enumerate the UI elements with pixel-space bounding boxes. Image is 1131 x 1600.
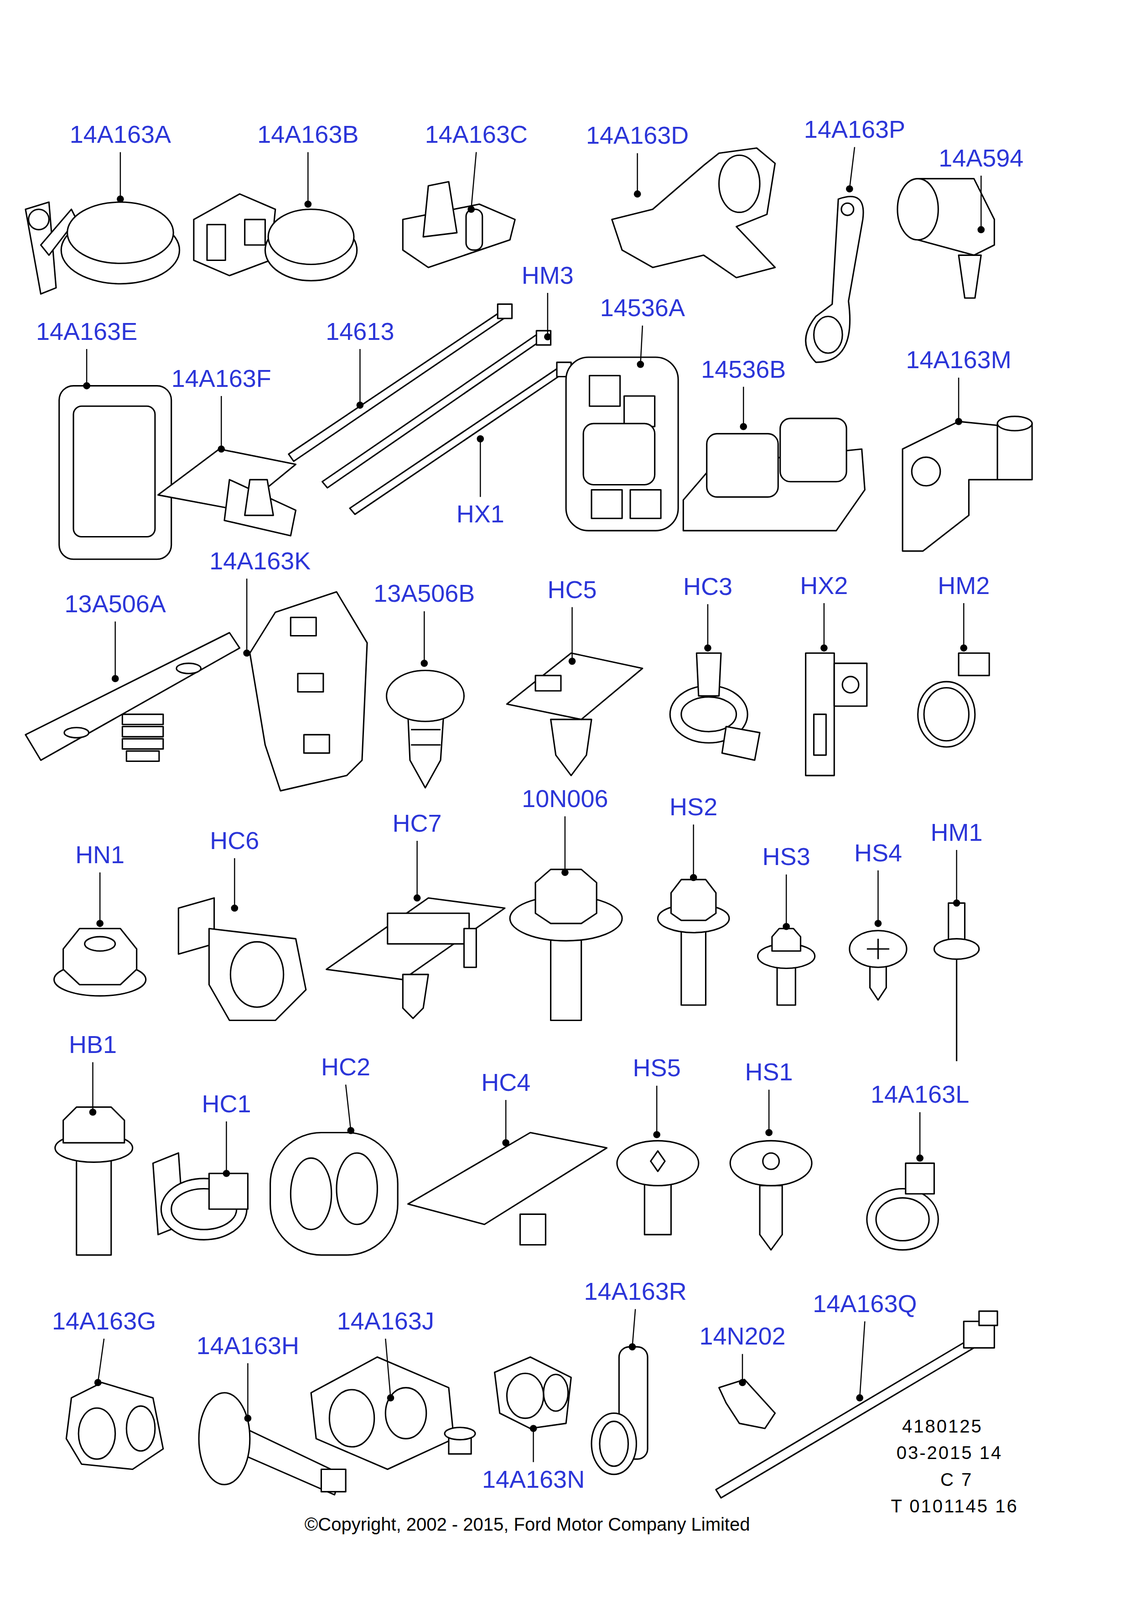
drawing-code: 03-2015 14 bbox=[894, 1442, 1005, 1463]
part-number: 14A163C bbox=[423, 120, 530, 148]
part-number: HM2 bbox=[935, 571, 992, 599]
part-number: 13A506B bbox=[371, 580, 477, 608]
part-number: 14N202 bbox=[697, 1322, 788, 1350]
part-number: 13A506A bbox=[62, 590, 168, 618]
part-number: 14A163R bbox=[582, 1277, 689, 1305]
part-number: 14A163P bbox=[802, 115, 908, 143]
part-number: 14A163G bbox=[50, 1307, 158, 1334]
drawing-code: C 7 bbox=[938, 1468, 975, 1489]
part-number: HB1 bbox=[67, 1030, 119, 1058]
part-number: 14A163J bbox=[335, 1307, 436, 1334]
part-number: 14A163N bbox=[480, 1465, 587, 1493]
part-number: 14A163K bbox=[207, 547, 313, 575]
part-number: HS3 bbox=[760, 843, 813, 871]
part-number: 14A594 bbox=[936, 144, 1026, 172]
part-number: 14536B bbox=[699, 355, 788, 383]
part-number: 14536A bbox=[598, 294, 687, 322]
part-number: 14A163B bbox=[255, 120, 361, 148]
part-number: HM3 bbox=[519, 261, 576, 289]
part-number: 14A163Q bbox=[810, 1289, 919, 1317]
part-number: 14613 bbox=[323, 317, 396, 345]
copyright-caption: ©Copyright, 2002 - 2015, Ford Motor Comp… bbox=[302, 1513, 753, 1534]
part-number: HN1 bbox=[73, 840, 127, 868]
part-number: HC3 bbox=[681, 572, 735, 600]
part-number: 14A163M bbox=[903, 346, 1013, 374]
part-number: 10N006 bbox=[519, 784, 610, 812]
part-number: 14A163F bbox=[169, 364, 274, 392]
part-number: HS2 bbox=[667, 793, 720, 820]
drawing-code: T 0101145 16 bbox=[889, 1495, 1021, 1516]
leader-lines bbox=[83, 146, 985, 1462]
part-number: HC2 bbox=[319, 1053, 373, 1080]
part-number: 14A163E bbox=[34, 317, 140, 345]
part-number: HX2 bbox=[798, 571, 850, 599]
part-number: HC1 bbox=[199, 1089, 253, 1117]
drawing-code: 4180125 bbox=[900, 1415, 985, 1436]
part-number: 14A163L bbox=[868, 1080, 971, 1108]
part-number: HC5 bbox=[545, 575, 599, 603]
part-number: HS4 bbox=[852, 839, 904, 867]
part-number: HS1 bbox=[743, 1058, 795, 1086]
part-number: HS5 bbox=[631, 1054, 683, 1082]
part-drawings bbox=[25, 148, 1033, 1498]
part-number: HC4 bbox=[479, 1068, 533, 1096]
part-number: 14A163D bbox=[584, 122, 691, 150]
part-number: 14A163A bbox=[67, 120, 173, 148]
part-number: 14A163H bbox=[194, 1331, 301, 1359]
part-number: HX1 bbox=[454, 500, 507, 528]
part-number: HC7 bbox=[390, 809, 444, 837]
part-number: HC6 bbox=[207, 826, 261, 854]
part-number: HM1 bbox=[928, 818, 985, 846]
